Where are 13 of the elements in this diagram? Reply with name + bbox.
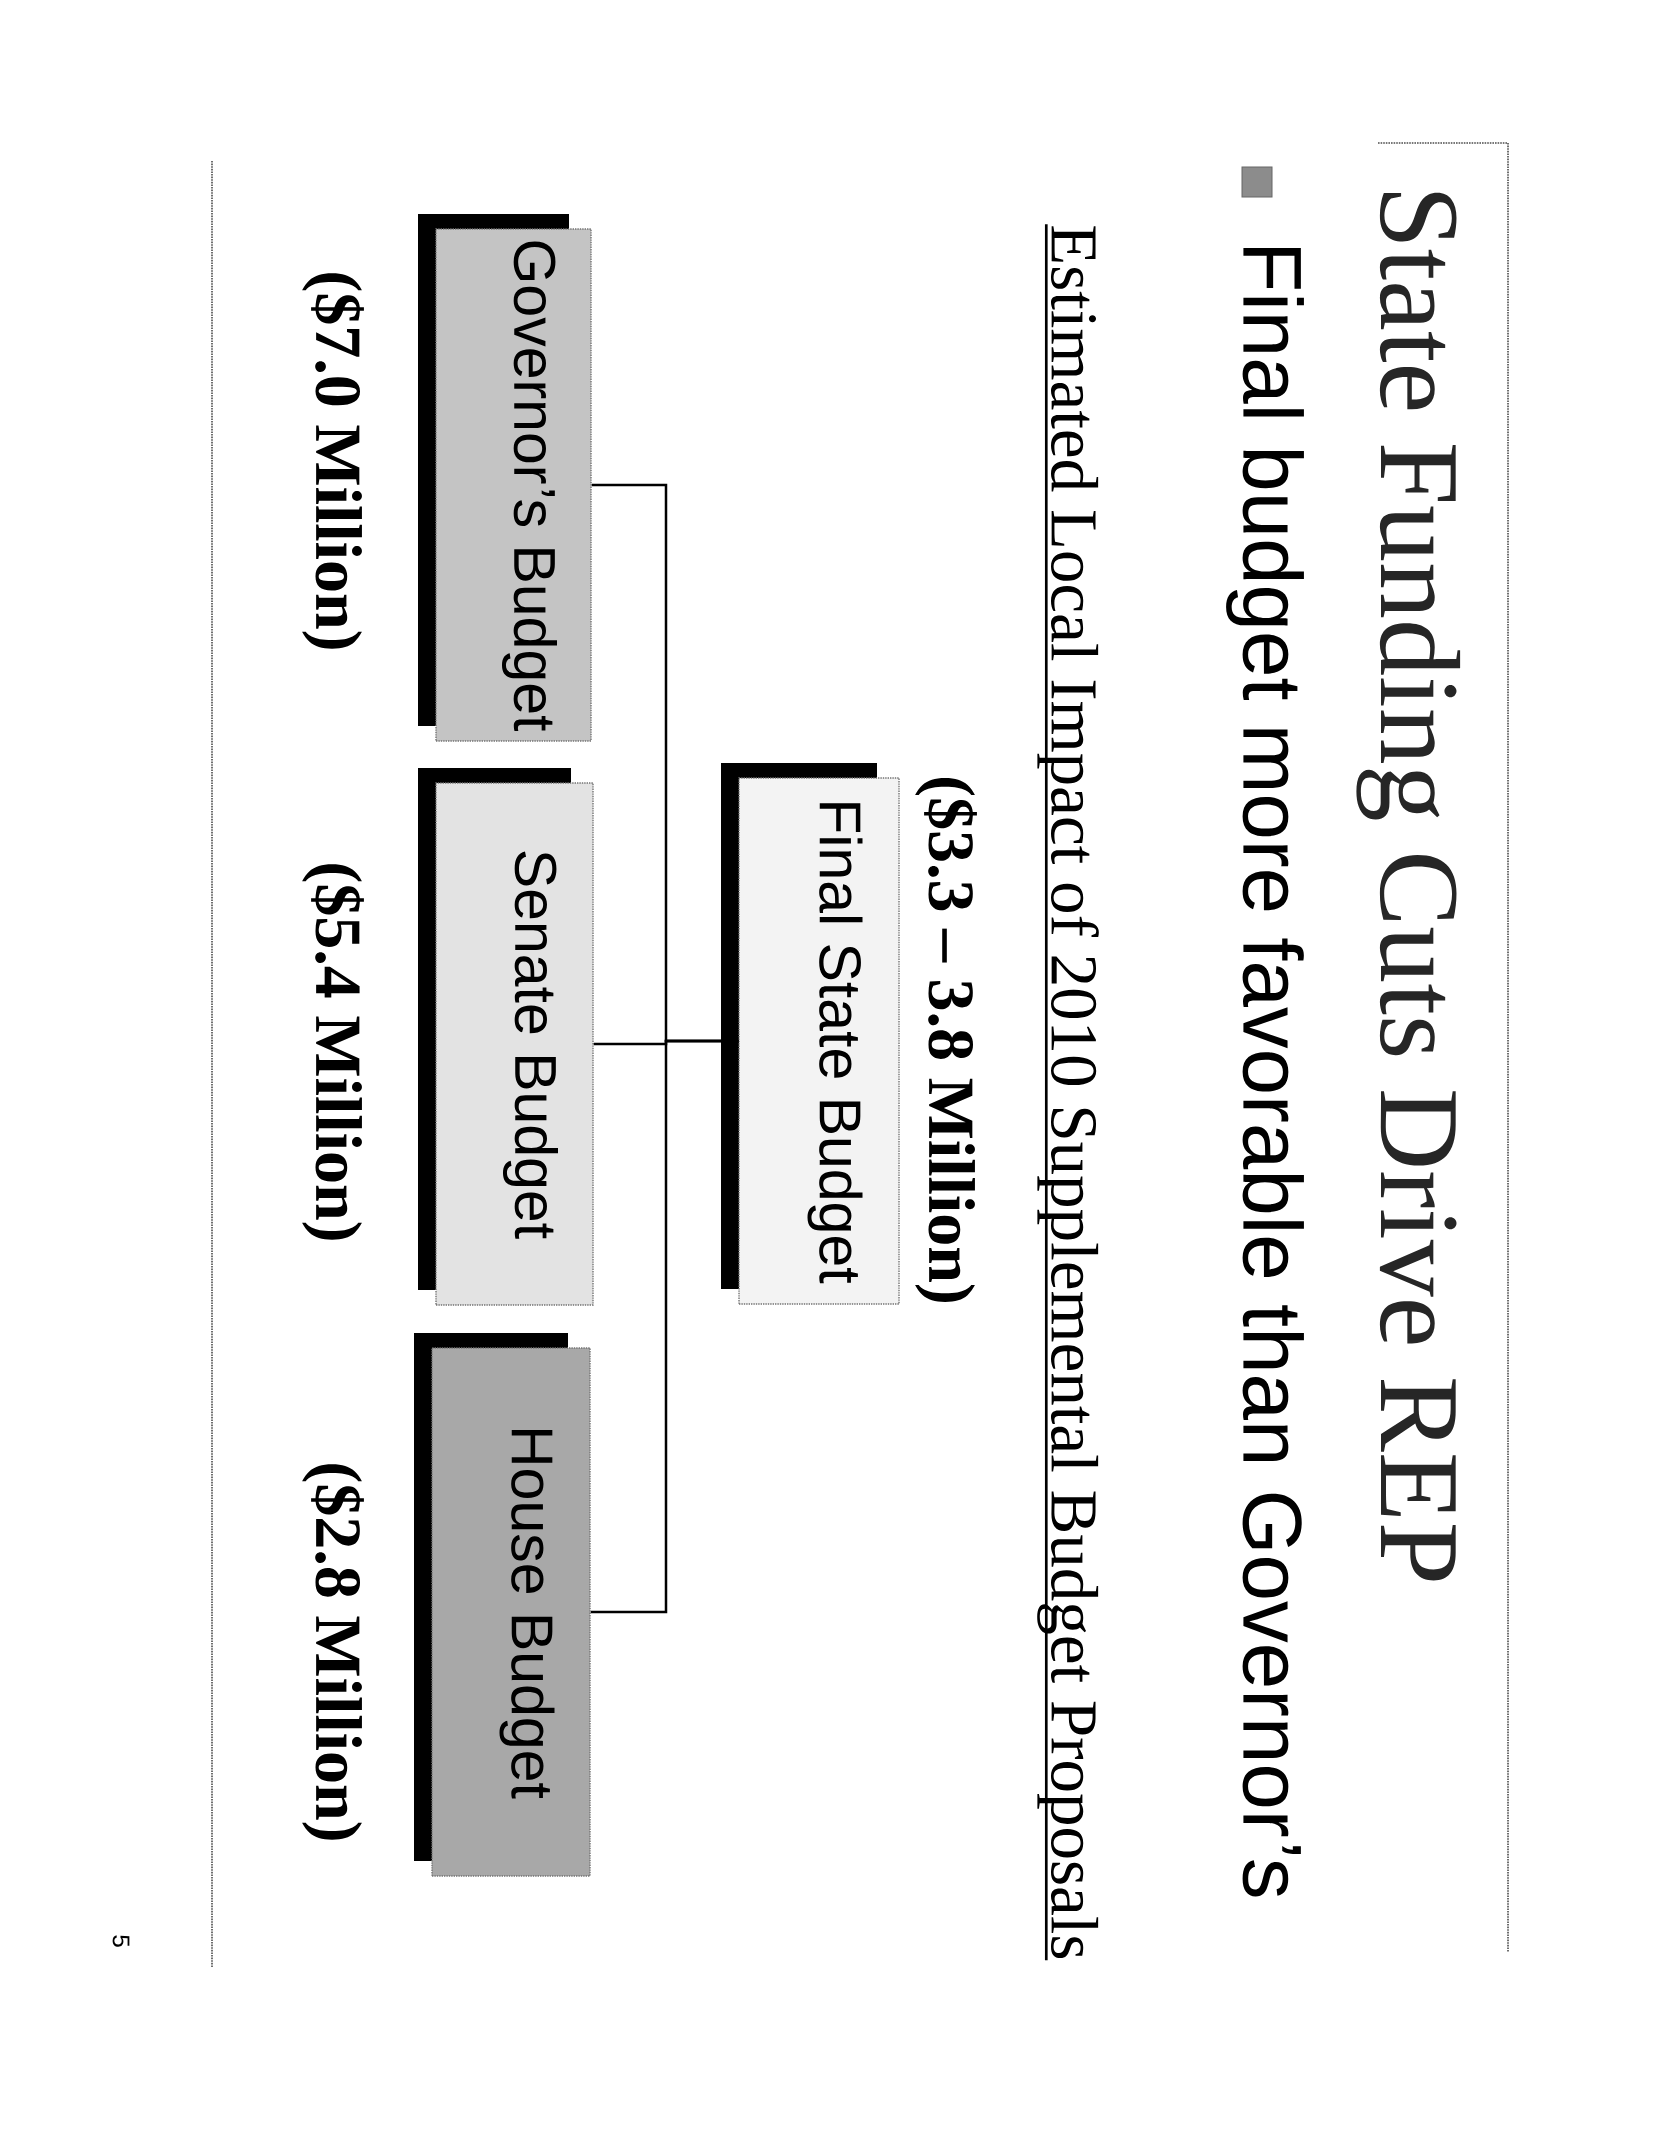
page-number: 5: [112, 1935, 130, 1947]
budget-box: Governor’s Budget: [418, 214, 592, 742]
amount-label: ($3.3 – 3.8 Million): [915, 778, 977, 1303]
budget-box: Senate Budget: [418, 768, 594, 1306]
connector-line: [590, 1039, 739, 1614]
budget-box: Final State Budget: [721, 763, 900, 1305]
bullet-text: Final budget more favorable than Governor’s: [1226, 248, 1304, 1897]
slide-title: State Funding Cuts Drive REP: [1356, 192, 1461, 1581]
budget-box: House Budget: [414, 1333, 591, 1877]
amount-label: ($5.4 Million): [302, 864, 364, 1240]
underlined-heading: Estimated Local Impact of 2010 Supplemental Budget Proposals: [1037, 224, 1099, 1961]
amount-label: ($2.8 Million): [302, 1464, 364, 1840]
amount-label: ($7.0 Million): [302, 273, 364, 649]
